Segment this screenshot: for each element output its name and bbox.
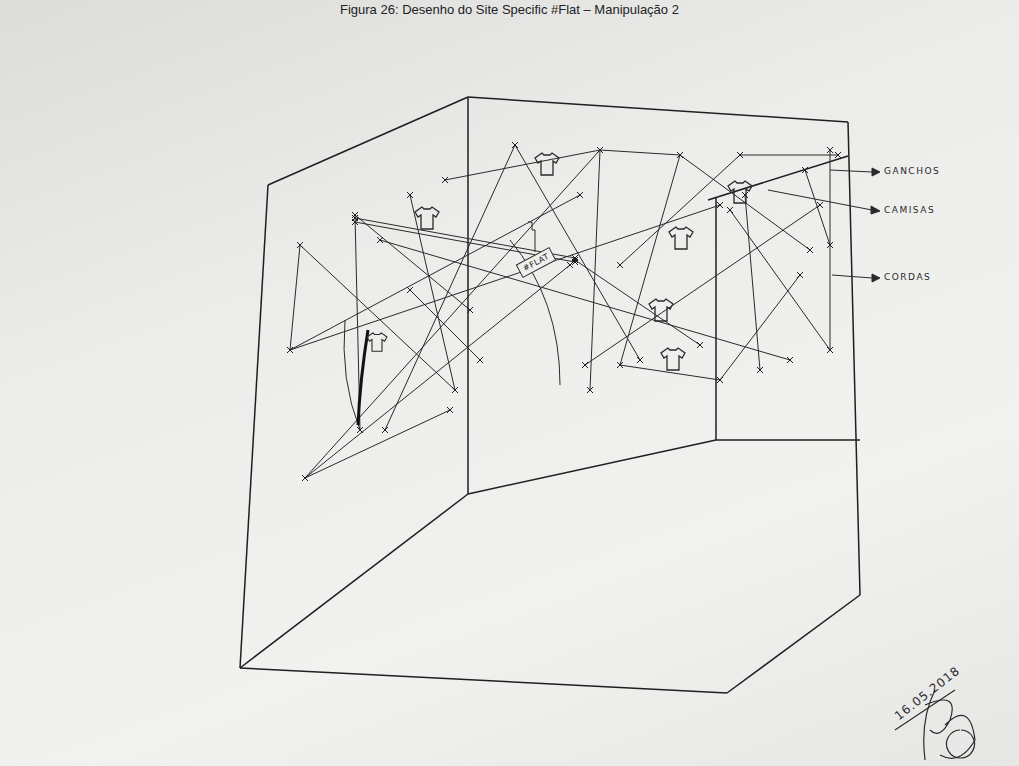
hook-mark xyxy=(727,207,733,213)
hook-mark xyxy=(597,147,603,153)
hook-mark xyxy=(677,152,683,158)
hook-mark xyxy=(382,427,388,433)
hook-mark xyxy=(577,192,583,198)
hook-mark xyxy=(817,202,823,208)
hook-mark xyxy=(597,147,603,153)
hook-mark xyxy=(407,287,413,293)
hook-mark xyxy=(452,387,458,393)
hook-mark xyxy=(302,475,308,481)
hook-mark xyxy=(597,147,603,153)
hook-mark xyxy=(287,347,293,353)
hook-mark xyxy=(742,192,748,198)
hook-mark xyxy=(377,237,383,243)
ropes xyxy=(290,145,838,478)
hook-mark xyxy=(512,142,518,148)
hook-mark xyxy=(477,357,483,363)
hook-mark xyxy=(827,147,833,153)
callout-label: GANCHOS xyxy=(884,166,940,176)
hook-mark xyxy=(835,152,841,158)
hook-mark xyxy=(597,147,603,153)
room-cube xyxy=(240,97,860,693)
hook-mark xyxy=(677,152,683,158)
callout-label: CORDAS xyxy=(884,272,931,282)
hook-mark xyxy=(717,202,723,208)
callout-label: CAMISAS xyxy=(884,205,935,215)
tag-text: #FLAT xyxy=(522,252,551,273)
hook-mark xyxy=(802,167,808,173)
hook-mark xyxy=(637,357,643,363)
hook-mark xyxy=(572,259,578,265)
hook-mark xyxy=(352,212,358,218)
hook-mark xyxy=(357,427,363,433)
hook-mark xyxy=(297,242,303,248)
hook-mark xyxy=(617,362,623,368)
figure-caption: Figura 26: Desenho do Site Specific #Fla… xyxy=(340,2,679,17)
hook-mark xyxy=(737,152,743,158)
hook-mark xyxy=(467,307,473,313)
hook-mark xyxy=(677,152,683,158)
hook-mark xyxy=(827,347,833,353)
hook-mark xyxy=(297,242,303,248)
leader-arrows xyxy=(768,168,880,282)
shirts xyxy=(367,153,752,370)
hook-mark xyxy=(797,272,803,278)
date-note: 16.05.2018 xyxy=(892,664,963,723)
hook-mark xyxy=(442,177,448,183)
hook-mark xyxy=(447,407,453,413)
hook-mark xyxy=(287,347,293,353)
hook-mark xyxy=(302,475,308,481)
hook-mark xyxy=(512,142,518,148)
hook-mark xyxy=(717,377,723,383)
hook-mark xyxy=(717,377,723,383)
tag-hook xyxy=(528,222,535,252)
hook-mark xyxy=(827,347,833,353)
hook-marks xyxy=(287,142,841,481)
hook-mark xyxy=(737,152,743,158)
hook-mark xyxy=(827,242,833,248)
hook-mark xyxy=(452,387,458,393)
dark-rope xyxy=(358,330,368,425)
hook-mark xyxy=(617,362,623,368)
hook-mark xyxy=(697,342,703,348)
hook-mark xyxy=(617,262,623,268)
hook-mark xyxy=(407,192,413,198)
hook-mark xyxy=(582,362,588,368)
hook-mark xyxy=(302,475,308,481)
hook-mark xyxy=(352,219,358,225)
hook-mark xyxy=(807,247,813,253)
hook-mark xyxy=(757,367,763,373)
hanging-tag: #FLAT xyxy=(516,247,557,278)
hook-mark xyxy=(352,212,358,218)
hook-mark xyxy=(287,347,293,353)
hook-mark xyxy=(587,387,593,393)
hook-mark xyxy=(787,357,793,363)
